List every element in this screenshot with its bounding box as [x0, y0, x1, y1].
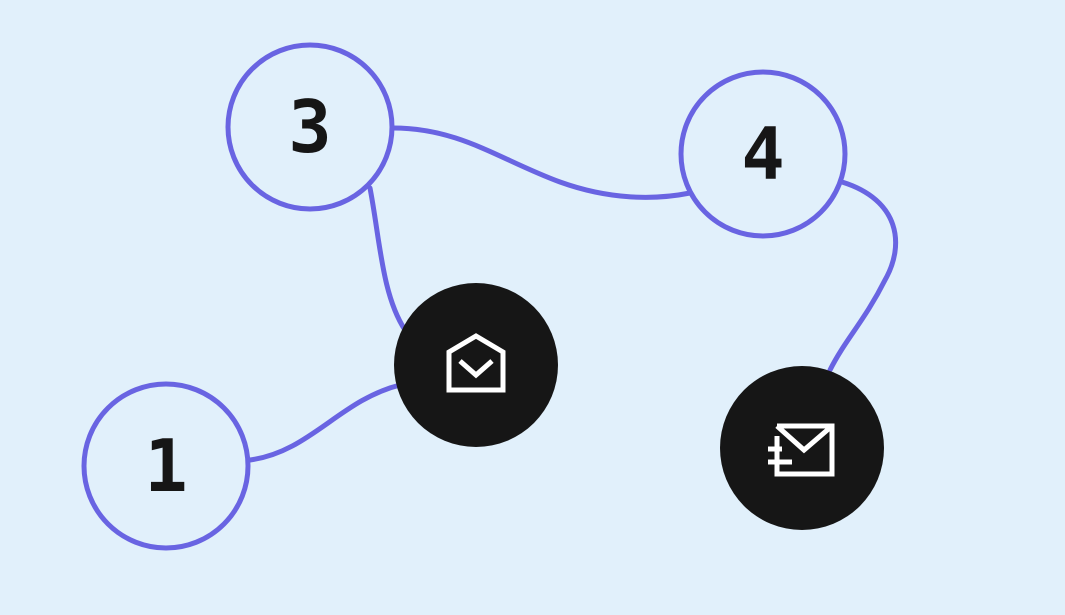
open-envelope-icon: [446, 333, 506, 393]
open-mail-node: [394, 283, 558, 447]
node-1: 1: [81, 381, 251, 551]
node-4-ring: [678, 69, 848, 239]
node-3-label: 3: [288, 85, 331, 169]
sent-envelope-icon: [768, 423, 835, 477]
edge-n1-open-mail: [247, 382, 403, 463]
edge-n4-send-mail: [827, 179, 899, 373]
node-3: 3: [225, 42, 395, 212]
node-4-label: 4: [741, 112, 784, 196]
send-mail-node: [720, 366, 884, 530]
node-4: 4: [678, 69, 848, 239]
edge-n3-open-mail: [367, 185, 408, 333]
node-3-ring: [225, 42, 395, 212]
node-1-label: 1: [144, 424, 187, 508]
open-mail-node-circle: [394, 283, 558, 447]
node-1-ring: [81, 381, 251, 551]
edge-n3-n4: [390, 125, 693, 200]
